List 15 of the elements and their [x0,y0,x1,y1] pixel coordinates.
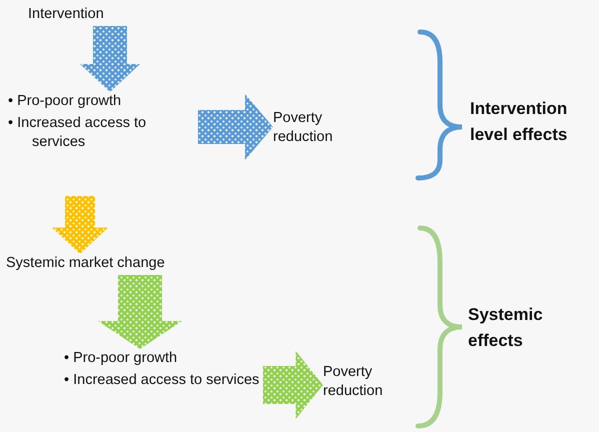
bullet-item: • Increased access to services [64,370,260,390]
step-label: Poverty reduction [273,109,334,147]
effect-label: Intervention level effects [470,98,568,146]
step-label: Intervention [28,5,105,24]
block-arrow [52,196,108,254]
block-arrow [263,351,323,419]
step-label: Poverty reduction [323,363,384,401]
bullet-item: • Pro-poor growth [64,349,178,368]
bullet-item: • Pro-poor growth [8,92,122,111]
step-label: Systemic market change [6,254,166,273]
block-arrow [80,26,140,92]
effect-label: Systemic effects [468,304,544,352]
block-arrow [198,94,273,160]
block-arrow [98,275,182,349]
bullet-item: • Increased access to services [8,114,148,152]
